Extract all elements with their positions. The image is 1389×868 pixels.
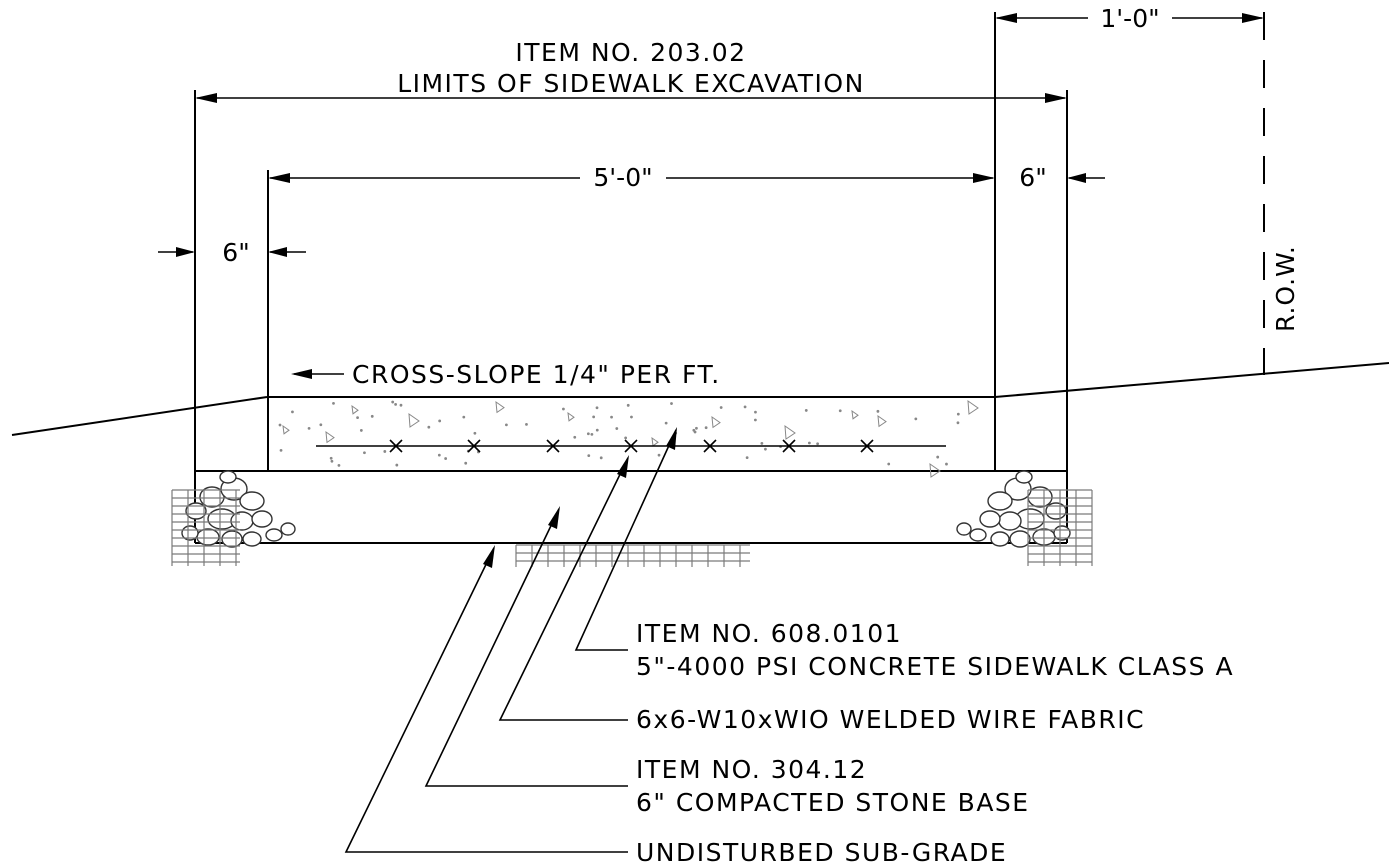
stone-desc-label: 6" COMPACTED STONE BASE <box>636 788 1030 817</box>
stone-rocks-left <box>181 470 296 548</box>
subgrade-hatch-left <box>171 489 240 566</box>
subgrade-hatch-middle <box>515 544 750 567</box>
cross-slope-arrow <box>291 369 344 379</box>
cross-slope-label: CROSS-SLOPE 1/4" PER FT. <box>352 360 721 389</box>
right-offset-dimension <box>1067 173 1105 183</box>
stone-item-label: ITEM NO. 304.12 <box>636 755 867 784</box>
concrete-desc-label: 5"-4000 PSI CONCRETE SIDEWALK CLASS A <box>636 652 1234 681</box>
existing-ground-line-right <box>994 362 1389 398</box>
row-label: R.O.W. <box>1271 245 1300 332</box>
wire-fabric-leader <box>498 455 629 721</box>
excavation-item-label: ITEM NO. 203.02 <box>515 38 746 67</box>
stone-rocks-right <box>956 470 1071 548</box>
left-offset-dimension <box>158 247 306 257</box>
concrete-leader <box>574 427 677 651</box>
row-offset-label: 1'-0" <box>1100 4 1159 33</box>
right-offset-label: 6" <box>1019 163 1046 192</box>
stone-base-leader <box>424 506 628 787</box>
wire-fabric-label: 6x6-W10xWIO WELDED WIRE FABRIC <box>636 705 1145 734</box>
welded-wire-fabric <box>316 439 946 453</box>
subgrade-leader <box>344 545 628 853</box>
sidewalk-width-dimension <box>268 173 995 183</box>
existing-ground-line <box>11 396 268 436</box>
excavation-dimension <box>195 93 1067 103</box>
row-offset-dimension <box>995 13 1264 23</box>
subgrade-hatch-right <box>1027 489 1093 566</box>
subgrade-label: UNDISTURBED SUB-GRADE <box>636 838 1007 867</box>
sidewalk-width-label: 5'-0" <box>593 163 652 192</box>
excavation-desc-label: LIMITS OF SIDEWALK EXCAVATION <box>397 69 865 98</box>
left-offset-label: 6" <box>222 238 249 267</box>
concrete-item-label: ITEM NO. 608.0101 <box>636 619 902 648</box>
concrete-slab <box>195 396 1067 478</box>
